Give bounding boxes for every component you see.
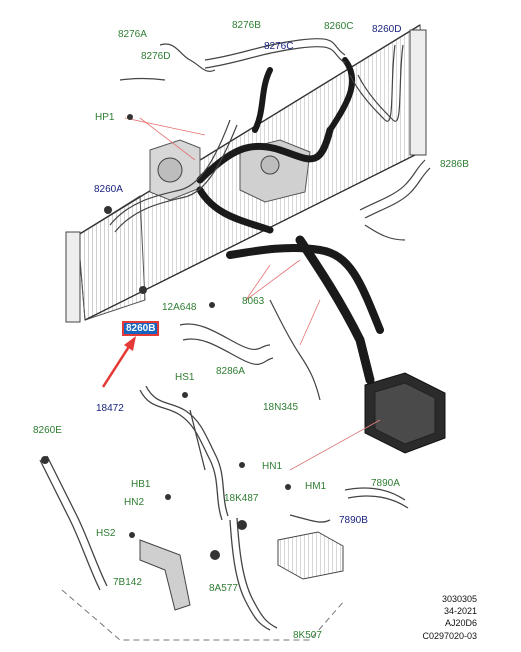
part-label-8276A: 8276A [118,29,147,40]
part-label-HB1: HB1 [131,479,151,490]
expansion-tank [364,372,446,454]
part-label-7890A: 7890A [371,478,400,489]
callout-arrow [101,336,136,388]
part-label-18K487: 18K487 [224,493,259,504]
part-label-HN1: HN1 [262,461,283,472]
assembly-outline [61,589,346,641]
footer-ref-line2: 34-2021 [443,606,477,616]
part-label-8260A: 8260A [94,184,123,195]
part-label-8286B: 8286B [440,159,469,170]
outlined-hoses [109,38,431,401]
part-label-HN2: HN2 [124,497,145,508]
part-label-7890B: 7890B [339,515,368,526]
connectors [41,114,291,560]
part-label-7B142: 7B142 [113,577,142,588]
part-label-8276D: 8276D [141,51,171,62]
part-label-HP1: HP1 [95,112,115,123]
part-label-8276C: 8276C [264,41,294,52]
part-label-8A577: 8A577 [209,583,238,594]
part-label-8286A: 8286A [216,366,245,377]
lower-hoses [39,385,409,631]
part-label-HS1: HS1 [175,372,195,383]
part-label-18472: 18472 [96,403,124,414]
leader-tank [289,419,381,471]
part-label-8063: 8063 [242,296,265,307]
part-label-8276B: 8276B [232,20,261,31]
part-label-8260E: 8260E [33,425,62,436]
oil-cooler [277,531,344,580]
footer-ref-line3: AJ20D6 [444,618,477,628]
part-label-HM1: HM1 [305,481,327,492]
footer-ref-line1: 3030305 [441,594,477,604]
part-label-8K507: 8K507 [293,630,322,641]
part-label-18N345: 18N345 [263,402,299,413]
part-label-HS2: HS2 [96,528,116,539]
part-label-8260B-highlighted[interactable]: 8260B [122,321,160,336]
mounting-bracket [139,539,191,611]
footer-ref-line4: C0297020-03 [422,631,477,641]
part-label-8260D: 8260D [372,24,402,35]
part-label-8260C: 8260C [324,21,354,32]
leader-lines [124,117,321,346]
part-label-12A648: 12A648 [162,302,197,313]
upper-hoses [196,57,384,385]
